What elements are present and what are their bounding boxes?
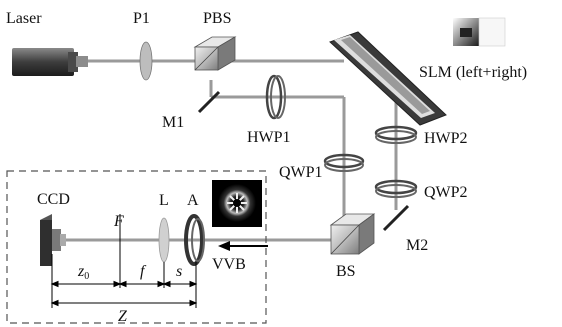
mirror-m2 (382, 204, 410, 232)
hwp1-waveplate (265, 74, 286, 120)
label-m1: M1 (162, 114, 184, 131)
vvb-direction-arrow (218, 241, 268, 251)
label-p1: P1 (133, 10, 150, 27)
label-lens: L (159, 192, 169, 209)
label-vvb: VVB (212, 256, 246, 273)
label-hwp1: HWP1 (247, 129, 291, 146)
label-Z: Z (118, 308, 128, 325)
label-slm: SLM (left+right) (419, 64, 527, 81)
label-laser: Laser (6, 10, 42, 27)
detection-region-box (6, 170, 267, 324)
label-f: f (140, 263, 147, 280)
lens-l (158, 217, 170, 263)
label-bs: BS (336, 263, 356, 280)
label-z0: z0 (77, 263, 89, 282)
label-qwp1: QWP1 (279, 164, 323, 181)
hwp2-waveplate (374, 125, 418, 144)
slm-device (329, 31, 447, 126)
label-aperture: A (187, 192, 199, 209)
pbs-cube (193, 36, 237, 71)
polarizer-p1 (139, 41, 153, 81)
qwp2-waveplate (374, 179, 418, 198)
label-s: s (176, 263, 182, 280)
label-focal-point: F (113, 213, 124, 230)
label-pbs: PBS (203, 10, 231, 27)
laser-source (12, 48, 88, 76)
mirror-m1 (197, 90, 221, 114)
bs-cube (329, 213, 376, 255)
vvb-intensity-pattern (212, 180, 262, 227)
dimension-lines (50, 214, 198, 308)
label-hwp2: HWP2 (424, 130, 468, 147)
aperture-a (184, 214, 205, 266)
label-m2: M2 (406, 237, 428, 254)
label-ccd: CCD (37, 191, 70, 208)
slm-phase-pattern-icon (453, 17, 506, 47)
label-qwp2: QWP2 (424, 184, 468, 201)
ccd-camera (40, 214, 66, 266)
qwp1-waveplate (323, 153, 365, 172)
